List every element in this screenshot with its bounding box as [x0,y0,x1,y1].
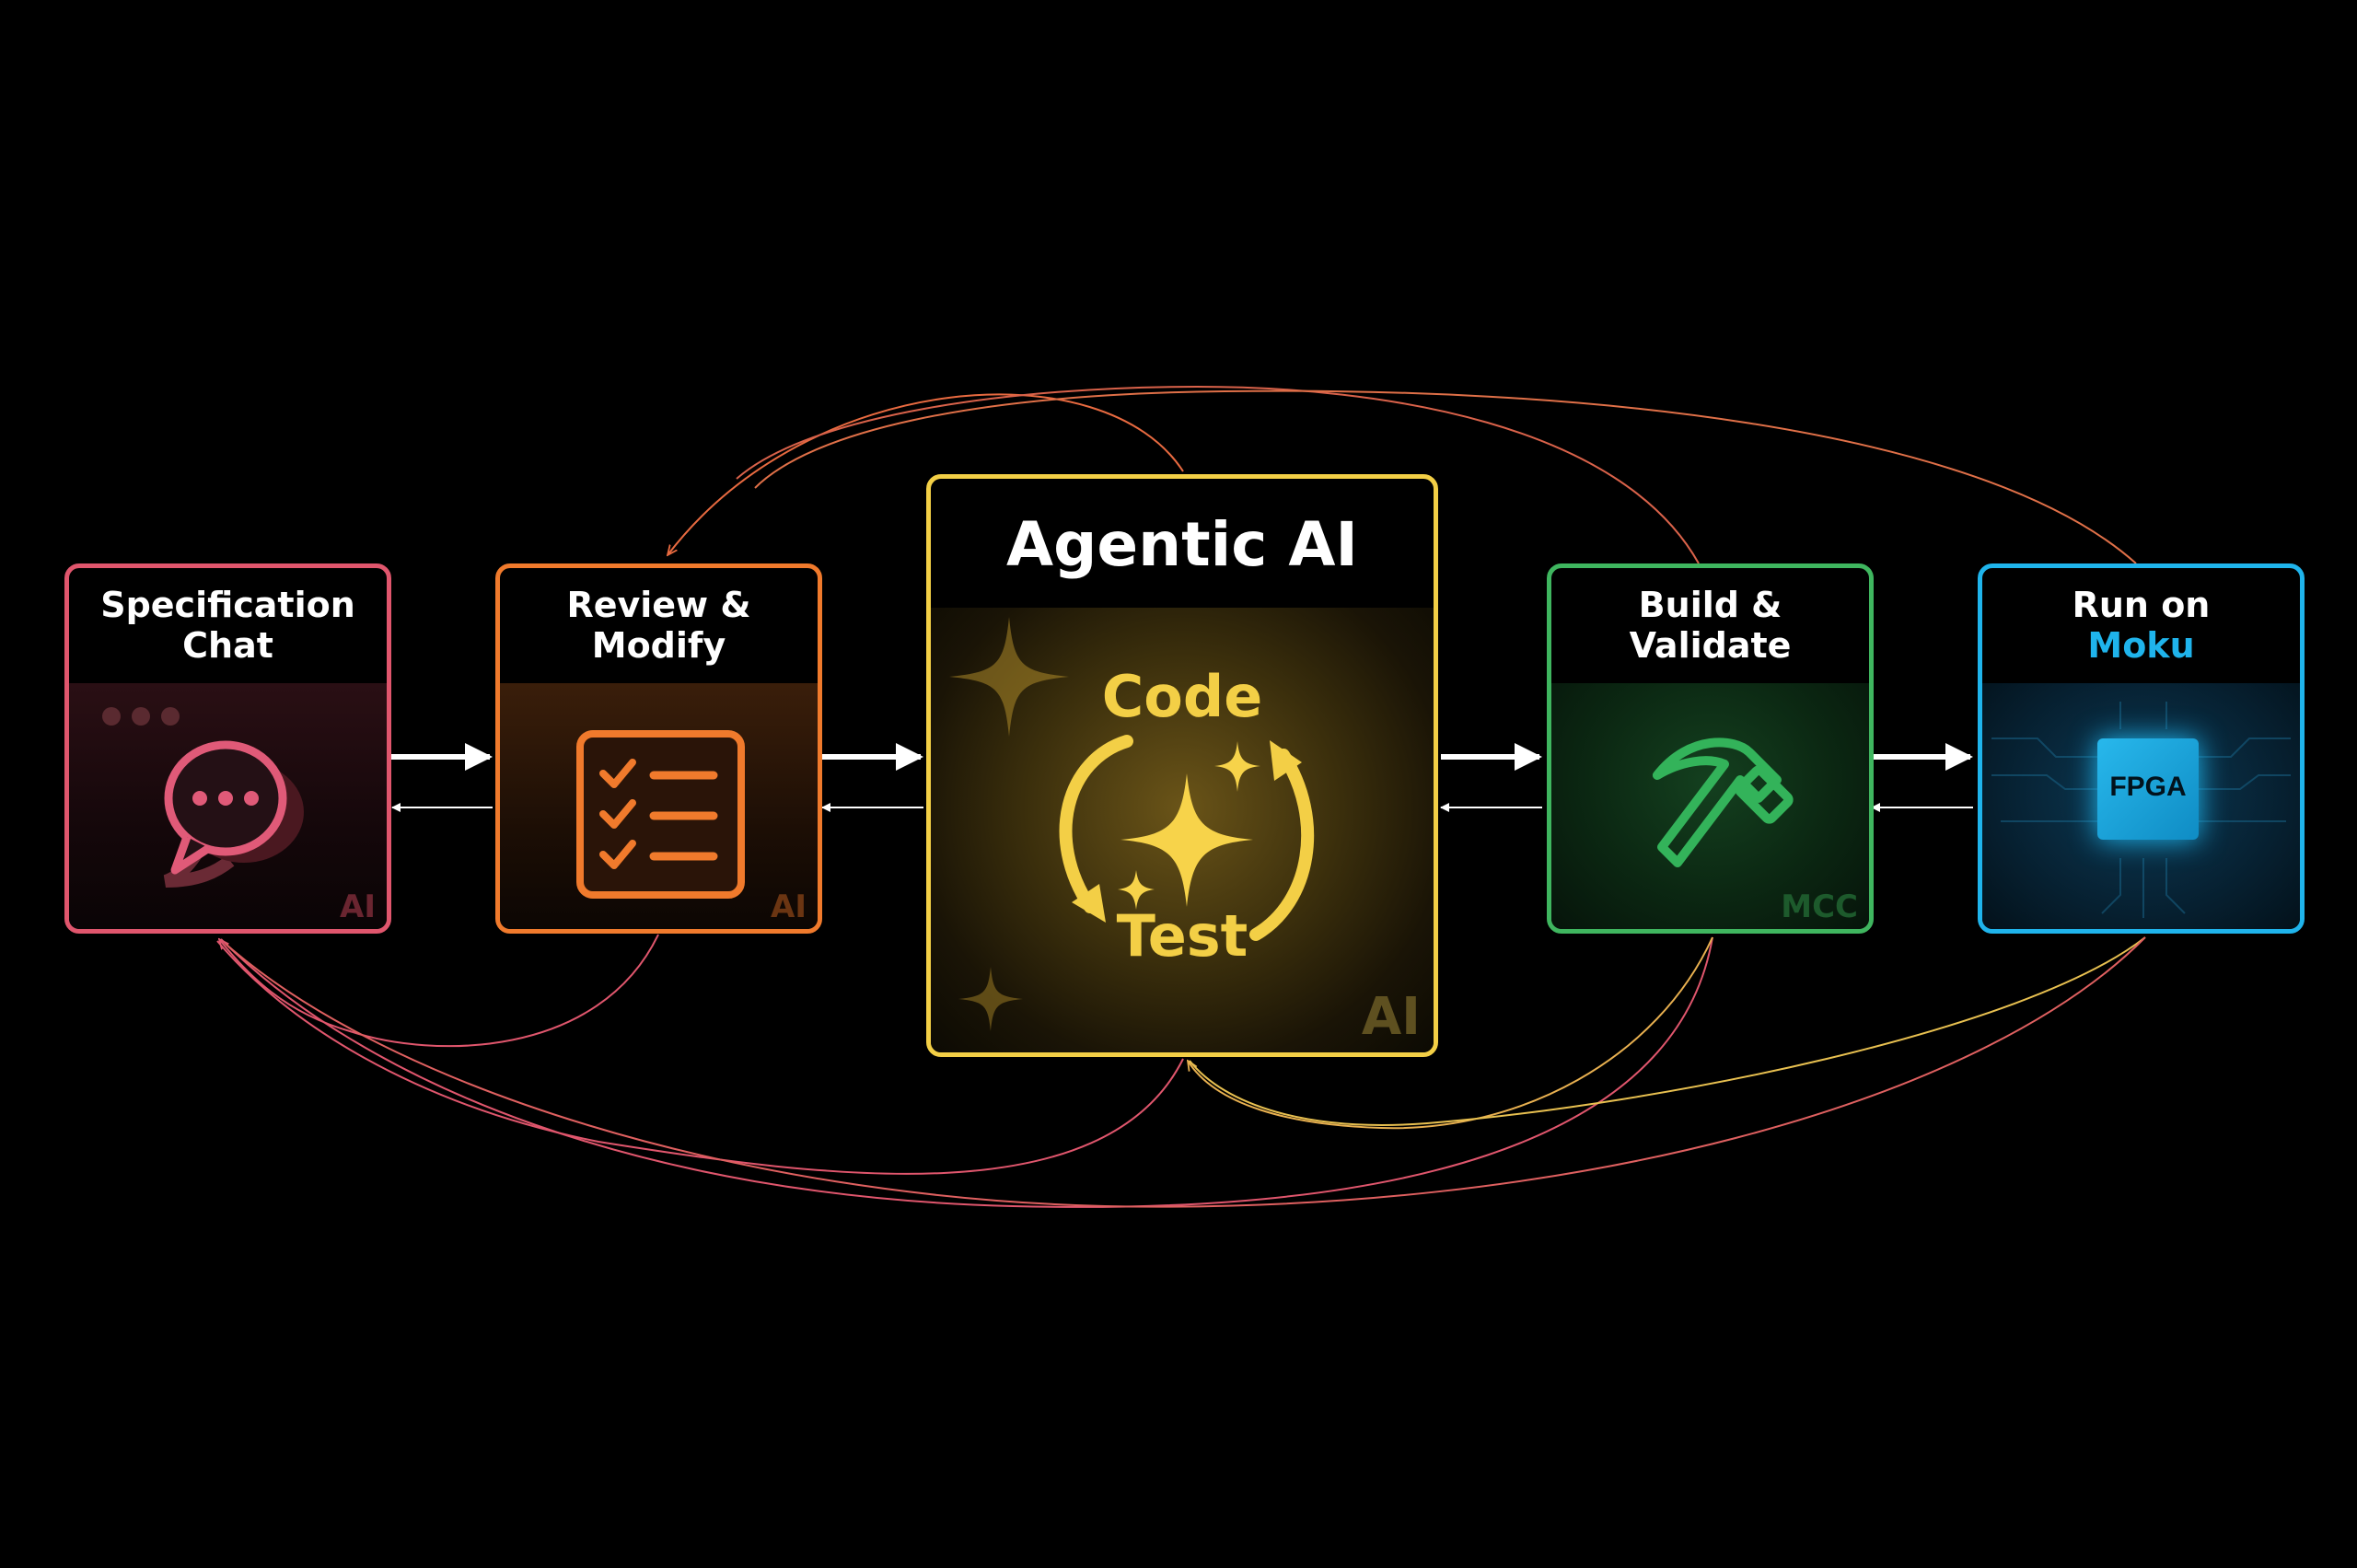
feedback-curve-moku-to-spec [225,936,2146,1208]
node-build-validate: Build & Validate MCC [1547,563,1874,934]
title-line-1: Build & [1638,585,1782,625]
mcc-tag: MCC [1781,889,1858,925]
node-panel: FPGA [1982,683,2300,929]
feedback-curve-agentic-to-spec [216,940,1184,1175]
feedback-curve-build-to-spec [220,936,1713,1208]
node-title: Review & Modify [500,585,818,666]
feedback-curve-build-to-agentic [1188,936,1713,1130]
chat-bubble-icon [163,740,304,888]
fpga-chip-label: FPGA [2109,772,2187,802]
node-panel: MCC [1551,683,1869,929]
title-line-2: Modify [591,625,726,666]
ai-tag: AI [1361,987,1421,1047]
node-title: Specification Chat [69,585,387,666]
hammer-icon [1653,738,1794,867]
loop-label-code: Code [1101,663,1263,730]
feedback-curve-build-top [736,385,1700,564]
fpga-chip-icon: FPGA [2097,738,2199,840]
circuit-traces [1991,702,2291,918]
title-line-1: Specification [100,585,355,625]
ai-tag: AI [771,889,807,925]
title-line-2: Chat [182,625,273,666]
title-line-2: Moku [2087,625,2195,666]
feedback-curve-review-to-spec [219,934,659,1048]
node-run-on-moku: Run on Moku FPGA [1978,563,2305,934]
checklist-icon [576,730,745,899]
feedback-curve-moku-top [754,389,2137,564]
node-title: Build & Validate [1551,585,1869,666]
node-agentic-ai: Agentic AI Code Test AI [926,474,1438,1057]
node-panel: AI [500,683,818,929]
background-sparkle-icon [958,967,1023,1031]
node-panel: AI [69,683,387,929]
sparkle-cycle-icon [1059,735,1315,941]
node-title: Run on Moku [1982,585,2300,666]
feedback-curve-agentic-to-review [668,393,1184,555]
background-sparkle-icon [949,617,1069,737]
title-line-2: Validate [1629,625,1792,666]
node-specification-chat: Specification Chat AI [64,563,391,934]
node-title: Agentic AI [1006,509,1358,580]
feedback-curve-moku-to-agentic [1189,936,2146,1126]
loop-label-test: Test [1116,902,1248,970]
ai-tag: AI [340,889,376,925]
title-line-1: Run on [2072,585,2211,625]
node-review-modify: Review & Modify AI [495,563,822,934]
window-dots [102,707,191,729]
node-panel: Code Test AI [931,608,1434,1052]
title-line-1: Review & [566,585,751,625]
